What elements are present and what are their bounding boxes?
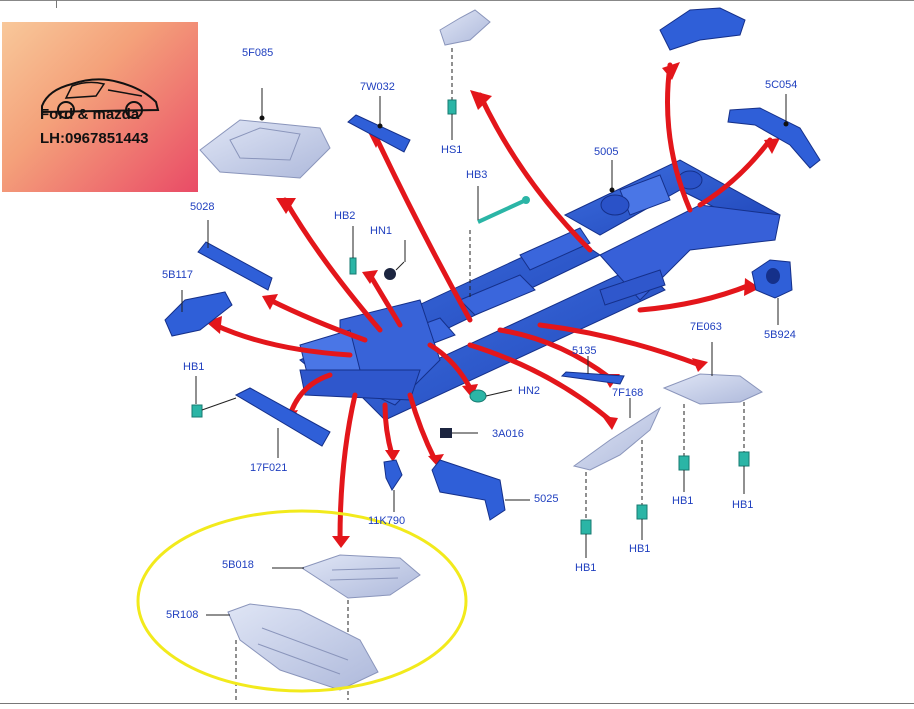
label-5r108: 5R108 bbox=[166, 609, 198, 621]
label-hb1-left: HB1 bbox=[183, 361, 204, 373]
part-hn1-nut bbox=[384, 240, 406, 280]
part-5r108-skid-plate bbox=[206, 603, 379, 700]
label-5c054: 5C054 bbox=[765, 79, 797, 91]
arrow-to-hs1 bbox=[477, 92, 593, 253]
label-5b018: 5B018 bbox=[222, 559, 254, 571]
top-border bbox=[0, 0, 914, 1]
label-hs1: HS1 bbox=[441, 144, 462, 156]
label-11k790: 11K790 bbox=[368, 515, 405, 527]
part-7f168-plate bbox=[572, 398, 662, 520]
label-7w032: 7W032 bbox=[360, 81, 395, 93]
label-hb3: HB3 bbox=[466, 169, 487, 181]
part-3a016 bbox=[440, 428, 478, 438]
arrow-to-5b117 bbox=[212, 322, 353, 358]
arrow-to-5f085 bbox=[282, 197, 383, 333]
part-labels: 5F085 7W032 HS1 HB3 5005 5C054 5028 HB2 … bbox=[162, 47, 797, 621]
part-7w032-bar bbox=[347, 96, 411, 153]
label-3a016: 3A016 bbox=[492, 428, 524, 440]
label-7f168: 7F168 bbox=[612, 387, 643, 399]
part-5025-crossmember bbox=[431, 459, 530, 521]
label-5028: 5028 bbox=[190, 201, 214, 213]
part-17f021-beam bbox=[234, 387, 331, 458]
arrow-to-skid-plates bbox=[337, 392, 358, 543]
label-hb2: HB2 bbox=[334, 210, 355, 222]
part-5c054-rail bbox=[727, 94, 821, 169]
arrow-to-upper-bracket bbox=[665, 62, 693, 213]
part-7e063-plate bbox=[662, 342, 763, 458]
part-5b117-bracket bbox=[164, 290, 233, 337]
label-5b924: 5B924 bbox=[764, 329, 796, 341]
explode-arrows bbox=[212, 62, 773, 543]
logo-phone-text: LH:0967851443 bbox=[40, 130, 149, 147]
label-hn1: HN1 bbox=[370, 225, 392, 237]
part-5b924-mount bbox=[751, 259, 793, 325]
label-hb1-7e063-right: HB1 bbox=[732, 499, 753, 511]
main-frame-5005 bbox=[299, 159, 781, 421]
arrow-to-7f168 bbox=[467, 342, 613, 423]
label-17f021: 17F021 bbox=[250, 462, 287, 474]
label-5b117: 5B117 bbox=[162, 269, 193, 281]
label-hn2: HN2 bbox=[518, 385, 540, 397]
logo-brand-text: Ford & mazda bbox=[40, 106, 140, 123]
part-hb3-bolt bbox=[469, 186, 530, 300]
arrow-to-5c054 bbox=[697, 137, 773, 208]
part-hb1-left bbox=[191, 376, 237, 418]
part-11k790-bracket bbox=[383, 459, 403, 512]
label-7e063: 7E063 bbox=[690, 321, 722, 333]
top-divider-tick bbox=[56, 0, 57, 8]
hb1-leaders bbox=[585, 466, 745, 558]
part-hn2-nut bbox=[469, 389, 513, 403]
arrow-to-5135 bbox=[497, 327, 613, 381]
part-hs1-bracket bbox=[439, 9, 491, 140]
arrow-to-5028 bbox=[267, 297, 368, 343]
label-5f085: 5F085 bbox=[242, 47, 273, 59]
label-5135: 5135 bbox=[572, 345, 596, 357]
label-5025: 5025 bbox=[534, 493, 558, 505]
label-hb1-7f168-right: HB1 bbox=[629, 543, 650, 555]
label-hb1-7e063-left: HB1 bbox=[672, 495, 693, 507]
skid-plate-highlight-ellipse bbox=[136, 509, 468, 693]
sports-car-icon bbox=[41, 78, 160, 119]
label-5005: 5005 bbox=[594, 146, 618, 158]
leader-5005 bbox=[609, 160, 615, 193]
part-hb2-bolt bbox=[349, 226, 357, 275]
arrow-to-7w032 bbox=[372, 132, 473, 323]
arrow-to-hn2 bbox=[427, 342, 473, 391]
arrow-to-5025 bbox=[407, 392, 438, 463]
watermark-logo bbox=[2, 22, 198, 192]
bottom-border bbox=[0, 703, 914, 704]
part-hb1-fasteners-right bbox=[580, 451, 750, 535]
label-hb1-7f168-left: HB1 bbox=[575, 562, 596, 574]
part-5028-bar bbox=[197, 220, 273, 291]
arrow-to-7e063 bbox=[537, 322, 703, 368]
part-5f085-plate bbox=[199, 88, 331, 179]
part-5b018-skid-plate bbox=[272, 554, 421, 700]
arrow-to-17f021 bbox=[287, 372, 333, 418]
arrow-to-5b924 bbox=[637, 282, 753, 313]
part-5135-bar bbox=[560, 356, 625, 385]
part-upper-right-bracket bbox=[659, 7, 746, 51]
